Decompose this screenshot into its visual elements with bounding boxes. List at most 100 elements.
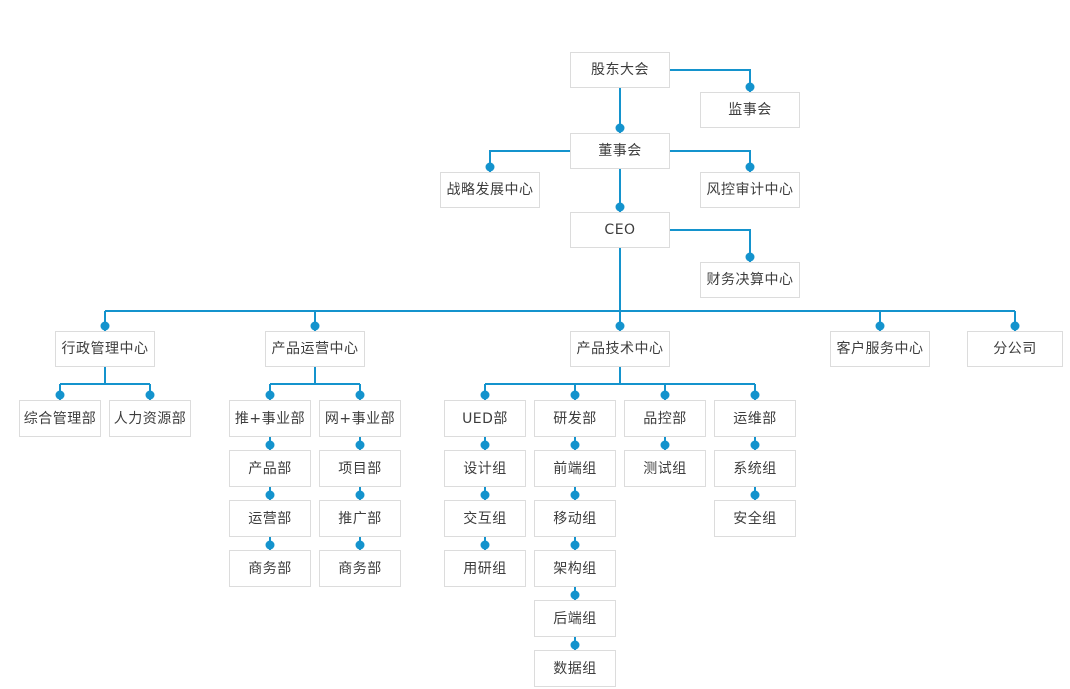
org-node-architecture-group: 架构组: [534, 550, 616, 587]
connector-dot: [660, 440, 670, 450]
org-node-wang-plus-business-dept: 网+事业部: [319, 400, 401, 437]
org-node-label: 运营部: [248, 510, 292, 527]
org-node-tui-plus-business-dept: 推+事业部: [229, 400, 311, 437]
org-node-label: 监事会: [728, 102, 772, 118]
org-node-label: 交互组: [463, 510, 507, 527]
org-node-rd-dept: 研发部: [534, 400, 616, 437]
org-node-label: 战略发展中心: [446, 182, 534, 198]
org-node-label: 产品运营中心: [271, 341, 359, 357]
org-node-risk-control-audit-center: 风控审计中心: [700, 172, 800, 208]
org-node-financial-settlement-center: 财务决算中心: [700, 262, 800, 298]
connector-dot: [750, 440, 760, 450]
org-node-label: CEO: [604, 222, 636, 238]
org-node-general-management-dept: 综合管理部: [19, 400, 101, 437]
connector-dot: [570, 490, 580, 500]
connector-dot: [570, 590, 580, 600]
org-node-frontend-group: 前端组: [534, 450, 616, 487]
org-node-label: 前端组: [553, 460, 597, 477]
connector-dot: [615, 321, 625, 331]
org-node-label: 设计组: [463, 460, 507, 477]
org-node-project-dept: 项目部: [319, 450, 401, 487]
org-node-interaction-group: 交互组: [444, 500, 526, 537]
org-node-label: 数据组: [553, 660, 597, 677]
connector-dot: [100, 321, 110, 331]
connector-dot: [615, 202, 625, 212]
org-node-label: 系统组: [733, 460, 777, 477]
connector-dot: [480, 490, 490, 500]
connector-dot: [750, 390, 760, 400]
org-node-operations-dept: 运营部: [229, 500, 311, 537]
connector-dot: [745, 162, 755, 172]
connector-dot: [570, 540, 580, 550]
org-node-ceo: CEO: [570, 212, 670, 248]
org-node-label: 品控部: [643, 410, 687, 427]
connector-dot: [265, 490, 275, 500]
connector-dot: [480, 540, 490, 550]
org-node-label: 商务部: [248, 560, 292, 577]
org-node-business-dept-wang: 商务部: [319, 550, 401, 587]
org-node-customer-service-center: 客户服务中心: [830, 331, 930, 367]
org-node-label: 人力资源部: [113, 410, 187, 427]
org-node-label: 董事会: [598, 143, 642, 159]
org-node-security-group: 安全组: [714, 500, 796, 537]
connector-dot: [750, 490, 760, 500]
org-node-human-resources-dept: 人力资源部: [109, 400, 191, 437]
org-node-strategic-development-center: 战略发展中心: [440, 172, 540, 208]
org-node-label: 推+事业部: [234, 410, 306, 427]
org-node-backend-group: 后端组: [534, 600, 616, 637]
connector-dot: [355, 490, 365, 500]
org-node-label: 测试组: [643, 460, 687, 477]
connector-line: [670, 150, 751, 172]
connector-line: [670, 229, 751, 262]
connector-dot: [875, 321, 885, 331]
connector-dot: [480, 440, 490, 450]
org-node-label: 客户服务中心: [836, 341, 924, 357]
org-node-label: UED部: [462, 410, 508, 427]
org-node-admin-management-center: 行政管理中心: [55, 331, 155, 367]
org-node-label: 架构组: [553, 560, 597, 577]
org-node-product-dept: 产品部: [229, 450, 311, 487]
org-node-label: 财务决算中心: [706, 272, 794, 288]
org-node-label: 行政管理中心: [61, 341, 149, 357]
connector-line: [489, 150, 570, 172]
org-node-label: 产品技术中心: [576, 341, 664, 357]
org-node-label: 推广部: [338, 510, 382, 527]
connector-dot: [615, 123, 625, 133]
connector-dot: [355, 540, 365, 550]
connector-dot: [570, 390, 580, 400]
org-node-label: 股东大会: [591, 62, 649, 78]
org-node-shareholders-meeting: 股东大会: [570, 52, 670, 88]
org-node-ops-maintenance-dept: 运维部: [714, 400, 796, 437]
org-node-product-operations-center: 产品运营中心: [265, 331, 365, 367]
connector-dot: [485, 162, 495, 172]
org-node-label: 网+事业部: [324, 410, 396, 427]
org-node-mobile-group: 移动组: [534, 500, 616, 537]
org-node-product-technology-center: 产品技术中心: [570, 331, 670, 367]
connector-dot: [55, 390, 65, 400]
org-node-promotion-dept: 推广部: [319, 500, 401, 537]
org-node-testing-group: 测试组: [624, 450, 706, 487]
org-node-label: 后端组: [553, 610, 597, 627]
org-node-label: 综合管理部: [23, 410, 97, 427]
connector-dot: [480, 390, 490, 400]
org-node-user-research-group: 用研组: [444, 550, 526, 587]
org-node-label: 用研组: [463, 560, 507, 577]
org-node-data-group: 数据组: [534, 650, 616, 687]
org-node-label: 分公司: [993, 341, 1037, 357]
org-node-branch-company: 分公司: [967, 331, 1063, 367]
connector-dot: [310, 321, 320, 331]
org-node-design-group: 设计组: [444, 450, 526, 487]
org-node-system-group: 系统组: [714, 450, 796, 487]
connector-dot: [570, 640, 580, 650]
connector-dot: [265, 540, 275, 550]
connector-dot: [355, 440, 365, 450]
org-node-label: 移动组: [553, 510, 597, 527]
org-node-label: 风控审计中心: [706, 182, 794, 198]
org-node-label: 产品部: [248, 460, 292, 477]
connector-dot: [745, 82, 755, 92]
connector-dot: [265, 390, 275, 400]
connector-dot: [265, 440, 275, 450]
org-node-label: 运维部: [733, 410, 777, 427]
